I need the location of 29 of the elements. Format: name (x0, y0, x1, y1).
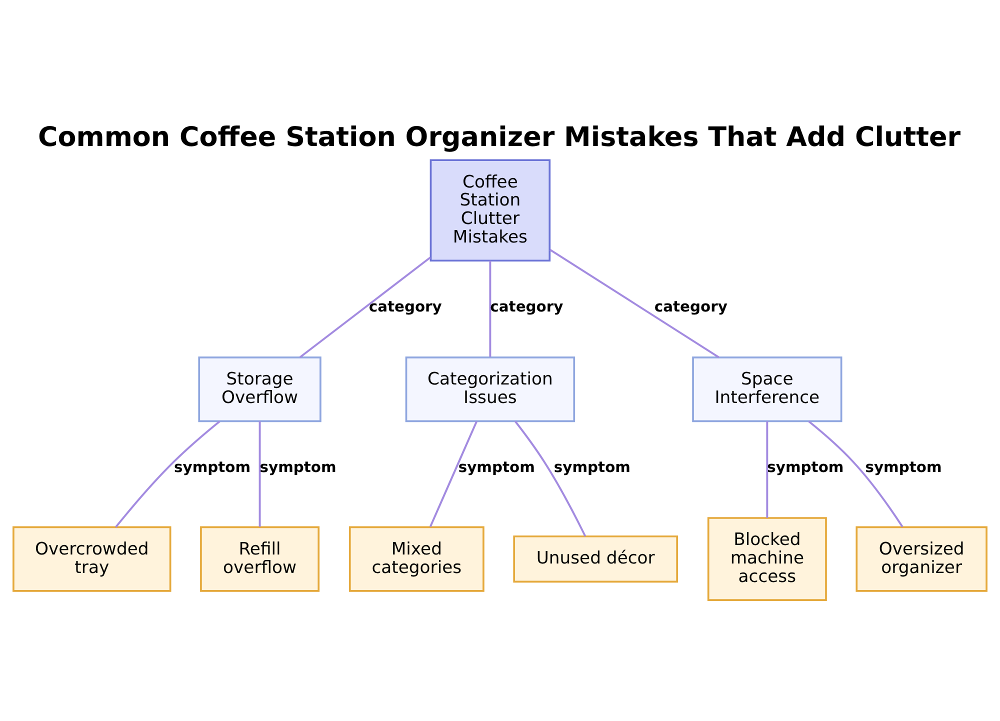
edge-label: symptom (174, 459, 251, 476)
edge-label: symptom (260, 459, 336, 476)
connector (766, 421, 768, 518)
node-box: Categorization Issues (405, 356, 576, 422)
edge-label: symptom (767, 459, 844, 476)
edge-label: category (490, 298, 564, 316)
connector (549, 248, 720, 358)
node-box: Overcrowded tray (12, 526, 172, 592)
node-box: Unused décor (513, 535, 678, 583)
edge-label: symptom (458, 459, 535, 476)
edge-label: category (368, 298, 442, 316)
node-box: Mixed categories (348, 526, 484, 592)
node-box: Blocked machine access (707, 517, 827, 602)
connector (514, 420, 586, 537)
connector (115, 420, 220, 528)
edge-label: symptom (554, 459, 630, 476)
node-box: Coffee Station Clutter Mistakes (430, 159, 551, 262)
node-box: Oversized organizer (856, 526, 988, 592)
connector (489, 260, 492, 357)
node-box: Refill overflow (200, 526, 320, 592)
node-box: Storage Overflow (198, 356, 322, 422)
node-box: Space Interference (692, 356, 842, 422)
connector (429, 420, 478, 528)
connector (258, 421, 261, 527)
connector (299, 256, 431, 358)
connector (808, 420, 904, 528)
edge-label: symptom (865, 459, 942, 476)
diagram-title: Common Coffee Station Organizer Mistakes That Add Clutter (38, 122, 961, 154)
edge-label: category (654, 298, 728, 316)
